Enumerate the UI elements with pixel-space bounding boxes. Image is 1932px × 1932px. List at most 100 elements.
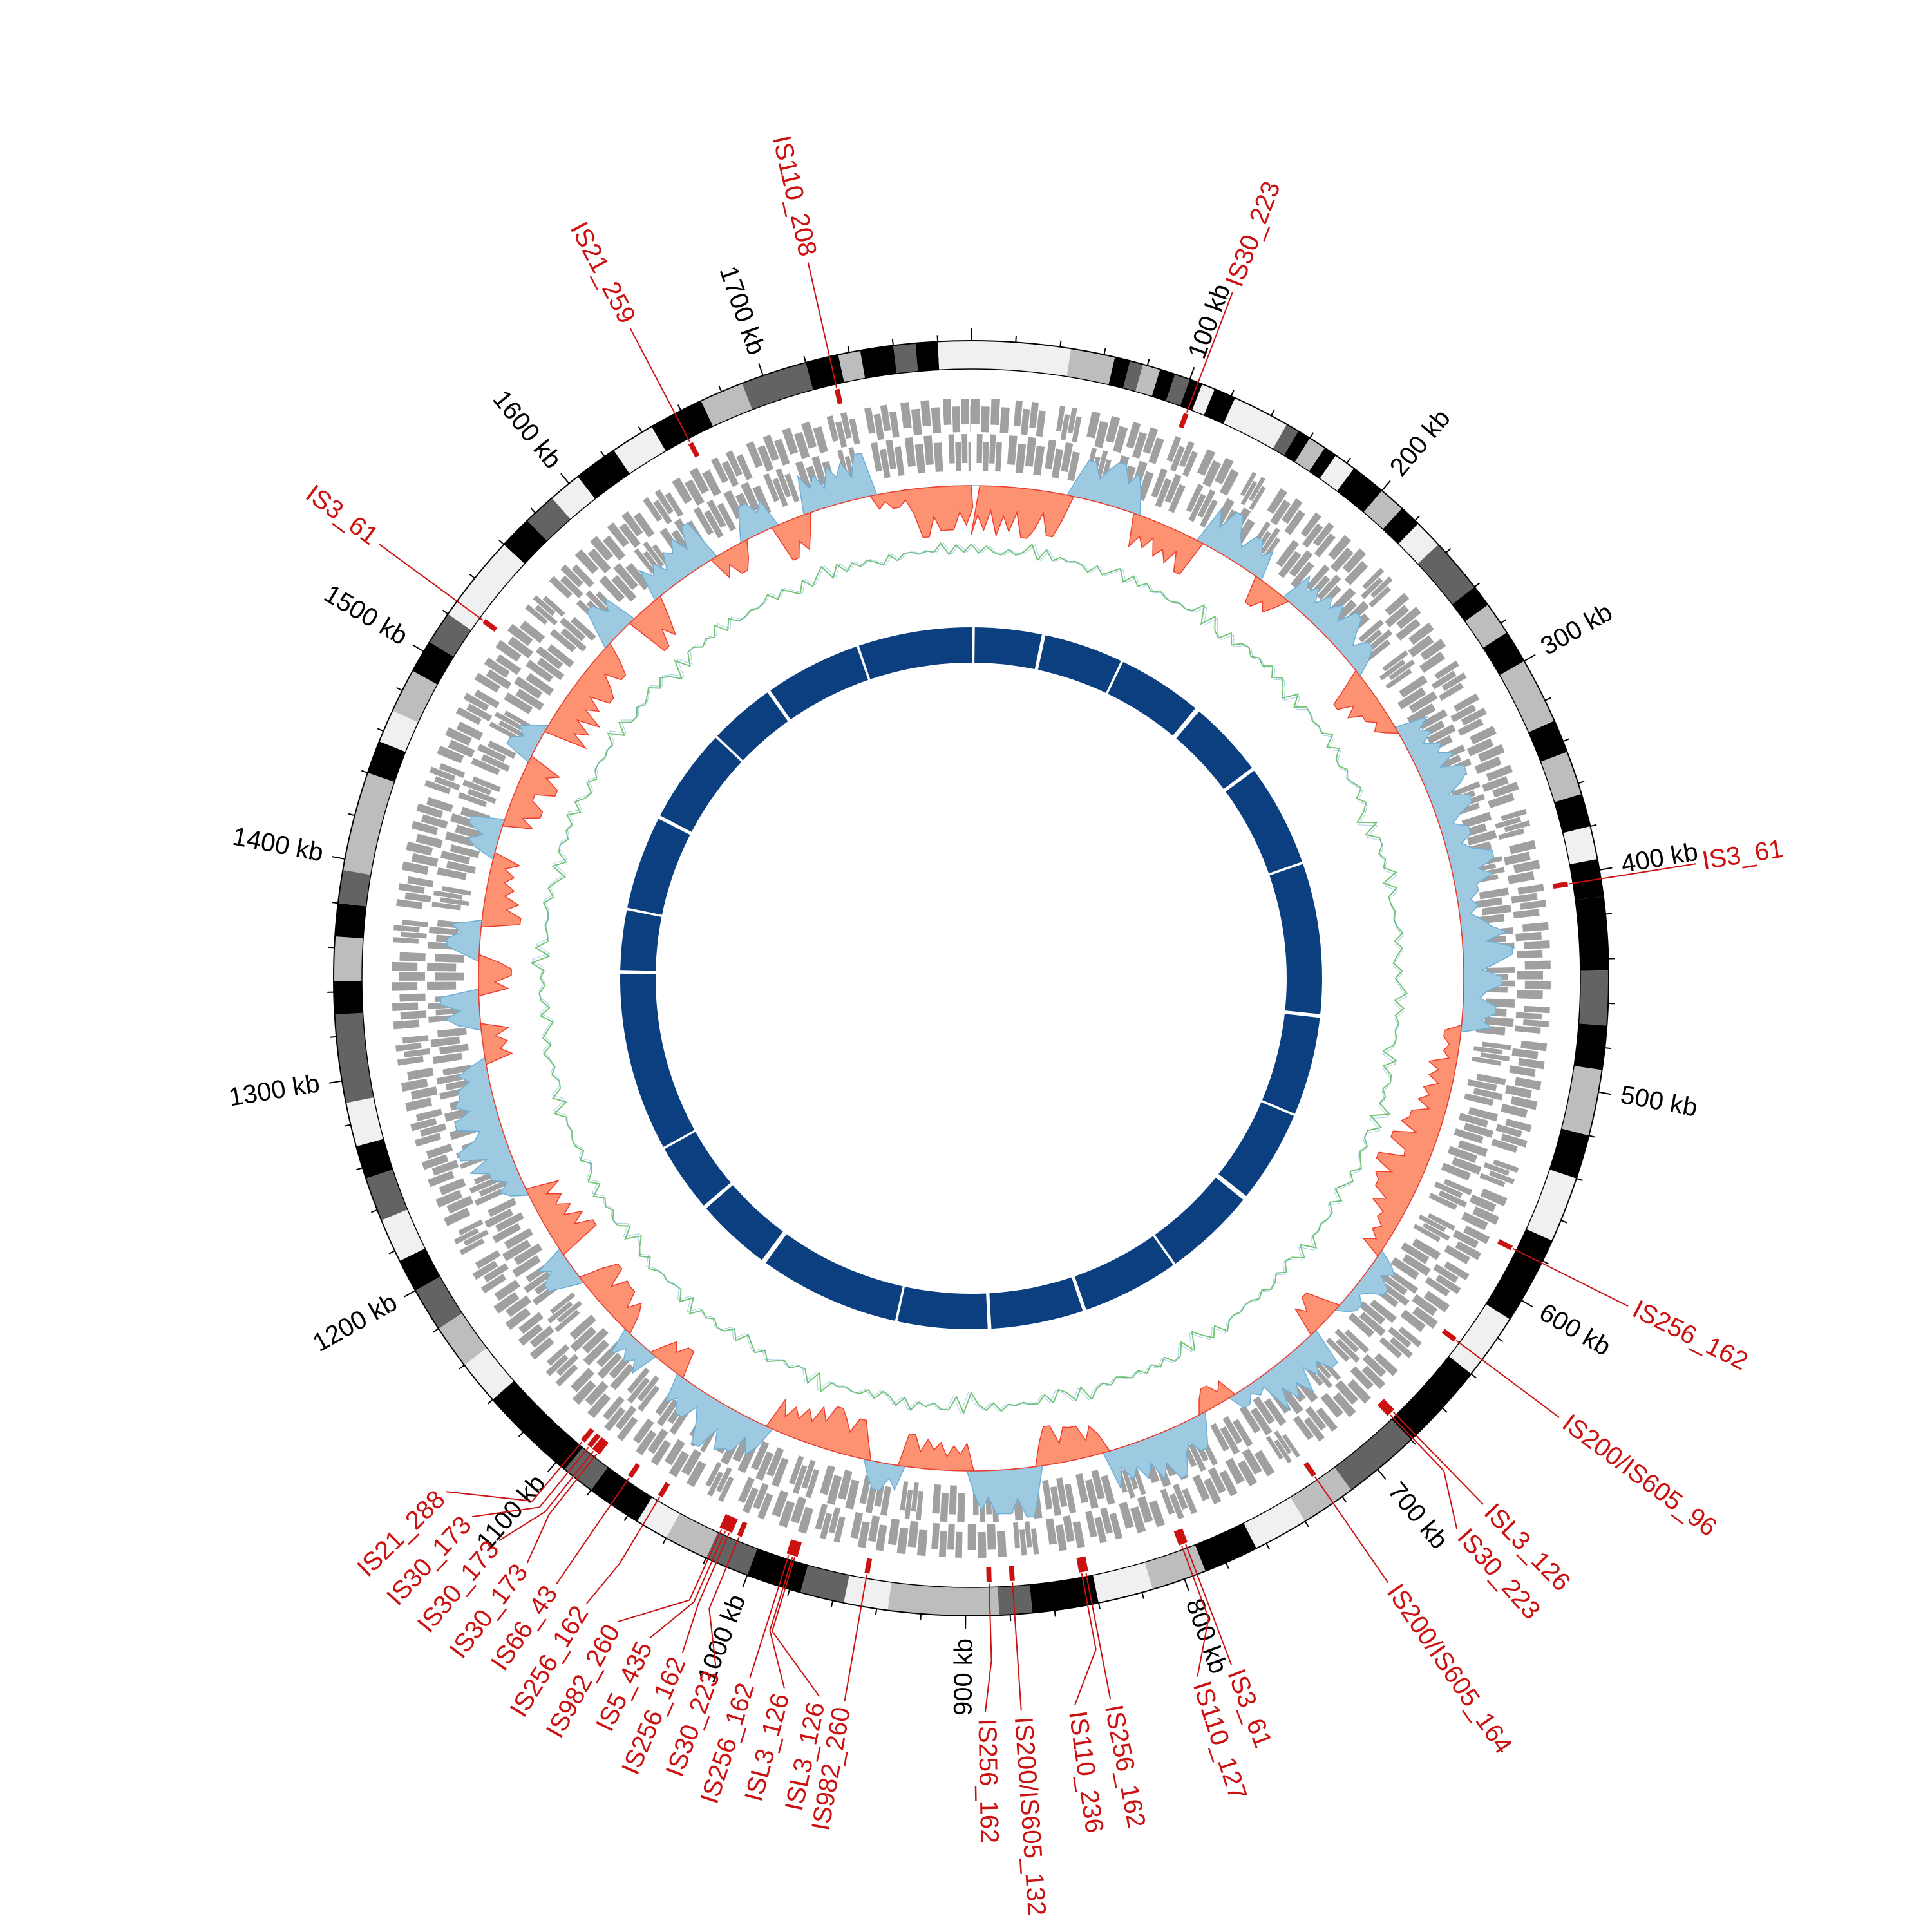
is-element-marker xyxy=(595,1439,609,1455)
gene-feature xyxy=(1491,1139,1518,1153)
minor-tick xyxy=(830,1600,834,1607)
gene-feature xyxy=(507,623,533,647)
gene-feature xyxy=(1524,960,1551,970)
gene-feature xyxy=(1305,564,1330,591)
ideogram-band xyxy=(938,341,971,370)
is-label-leader xyxy=(649,1531,726,1639)
gene-feature xyxy=(1438,682,1464,701)
gene-feature xyxy=(995,442,1003,472)
is-element-marker xyxy=(1080,1556,1088,1572)
gene-feature xyxy=(955,442,961,471)
gene-feature xyxy=(399,993,426,1002)
ideogram-band xyxy=(1464,605,1507,648)
gene-feature xyxy=(434,776,460,791)
gene-feature xyxy=(401,920,428,927)
gene-feature xyxy=(947,1524,955,1550)
gene-feature xyxy=(466,703,493,722)
gene-feature xyxy=(664,1439,685,1466)
gene-feature xyxy=(1493,1159,1519,1173)
gene-feature xyxy=(440,850,471,864)
gene-feature xyxy=(1522,1019,1549,1028)
ideogram-band xyxy=(356,1139,393,1179)
major-tick xyxy=(412,644,424,652)
gene-feature xyxy=(1303,1417,1325,1442)
gene-feature xyxy=(483,1263,509,1283)
major-tick xyxy=(560,473,570,484)
gene-feature xyxy=(772,1490,789,1517)
gene-feature xyxy=(1328,535,1352,560)
is-label-leader xyxy=(1181,1545,1209,1677)
gene-feature xyxy=(439,762,466,779)
gene-feature xyxy=(632,1418,654,1444)
gene-feature xyxy=(1412,1306,1438,1329)
gene-feature xyxy=(392,937,419,944)
gene-feature xyxy=(931,407,942,434)
gene-feature xyxy=(828,1507,841,1534)
tick-label: 700 kb xyxy=(1382,1477,1453,1555)
gene-feature xyxy=(1182,451,1198,477)
gene-feature xyxy=(1427,1213,1456,1231)
minor-tick xyxy=(600,451,605,457)
gene-feature xyxy=(597,1352,623,1379)
gene-feature xyxy=(1468,1107,1499,1122)
gene-feature xyxy=(738,1477,755,1504)
gene-feature xyxy=(494,711,522,730)
gene-feature xyxy=(1222,1416,1243,1444)
gene-feature xyxy=(392,961,418,971)
gene-feature xyxy=(1348,1312,1375,1338)
gene-feature xyxy=(513,1243,543,1265)
gene-feature xyxy=(1148,1500,1166,1528)
gene-feature xyxy=(1511,1048,1539,1059)
gene-feature xyxy=(1385,592,1410,616)
gene-feature xyxy=(1520,1040,1548,1052)
gene-feature xyxy=(1063,1515,1075,1542)
gene-feature xyxy=(1408,635,1434,658)
major-tick xyxy=(332,856,345,860)
gc-content-track xyxy=(530,542,1408,1416)
gene-feature xyxy=(411,820,439,835)
gene-feature xyxy=(504,692,533,714)
cds-ring-gap xyxy=(1034,633,1046,672)
gene-feature xyxy=(1524,980,1551,990)
gene-feature xyxy=(1151,468,1168,498)
gene-feature xyxy=(1170,445,1186,472)
gene-feature xyxy=(1370,576,1393,598)
gene-feature xyxy=(837,1470,853,1500)
ideogram-band xyxy=(591,1467,652,1522)
gene-feature xyxy=(1219,1470,1238,1497)
gene-feature xyxy=(410,1117,437,1132)
gene-feature xyxy=(1472,1206,1500,1225)
is-label-leader xyxy=(472,1446,589,1518)
gene-feature xyxy=(1441,1162,1472,1181)
gene-feature xyxy=(961,399,969,425)
gene-feature xyxy=(1412,1294,1438,1316)
gene-feature xyxy=(757,445,774,472)
gene-feature xyxy=(570,1326,597,1352)
gene-feature xyxy=(1515,1025,1541,1034)
gene-feature xyxy=(968,442,971,471)
gene-feature xyxy=(1314,533,1336,558)
gene-feature xyxy=(585,590,610,615)
minor-tick xyxy=(344,1124,351,1127)
gene-feature xyxy=(952,406,961,433)
gene-feature xyxy=(894,446,905,477)
ideogram-band xyxy=(1204,389,1236,424)
gene-feature xyxy=(1239,1405,1261,1434)
gene-feature xyxy=(1482,776,1509,792)
minor-tick xyxy=(388,1250,395,1255)
gene-feature xyxy=(1025,437,1037,467)
gene-feature xyxy=(487,740,516,759)
gene-feature xyxy=(1374,1352,1398,1376)
gene-feature xyxy=(916,1490,923,1520)
gene-feature xyxy=(633,512,655,538)
gene-feature xyxy=(1390,1271,1419,1294)
gene-feature xyxy=(1199,499,1218,528)
gene-feature xyxy=(469,1177,498,1194)
gene-feature xyxy=(529,1325,554,1348)
gene-feature xyxy=(493,1292,520,1314)
gene-feature xyxy=(896,1527,909,1555)
minor-tick xyxy=(1054,1610,1056,1617)
gene-feature xyxy=(1096,450,1108,480)
gene-feature xyxy=(789,1455,804,1485)
ideogram-band xyxy=(742,362,813,410)
